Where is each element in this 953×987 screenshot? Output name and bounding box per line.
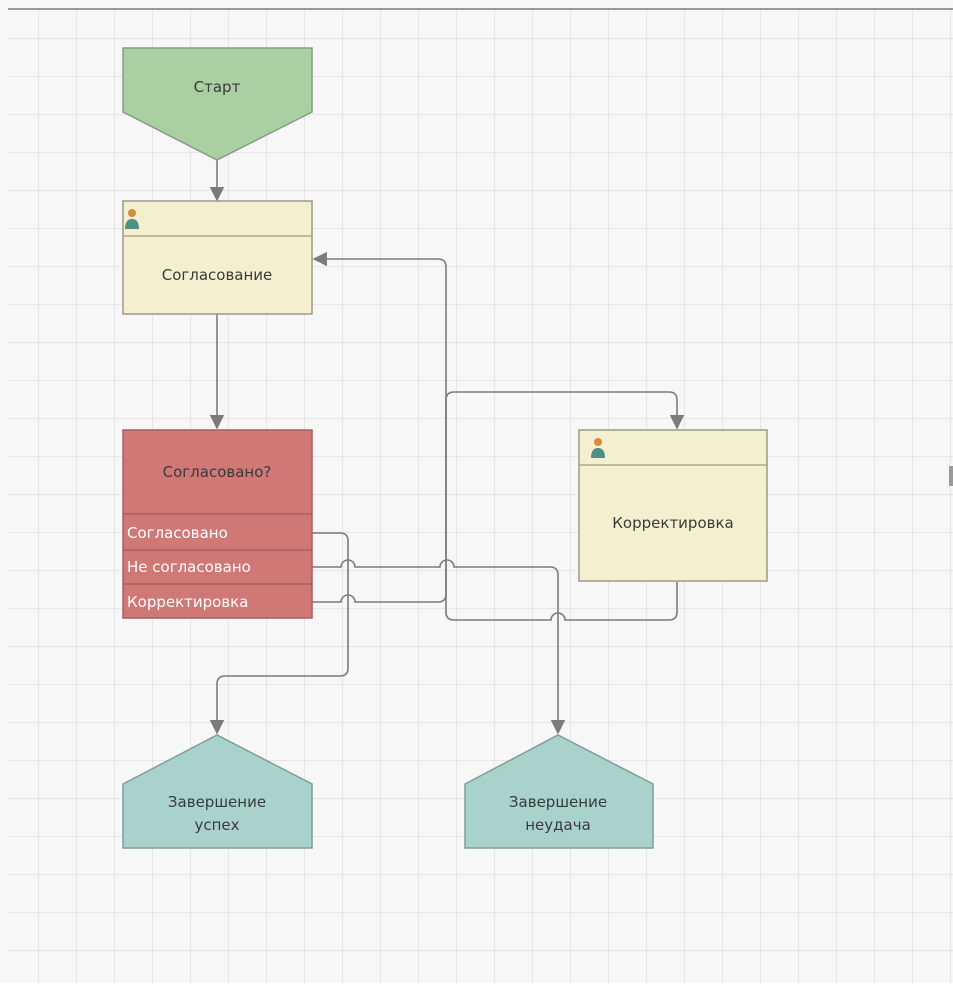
end-success-label-line2: успех — [194, 816, 239, 834]
approval-task-label: Согласование — [162, 266, 273, 284]
decision-body — [122, 429, 313, 619]
end-failure-node[interactable]: Завершение неудача — [464, 734, 654, 849]
connector-approved-to-success[interactable] — [209, 532, 349, 735]
decision-label: Согласовано? — [163, 463, 272, 481]
start-label: Старт — [194, 78, 241, 96]
connector-rejected-to-failure[interactable] — [312, 559, 566, 735]
outcome-correction-label[interactable]: Корректировка — [127, 593, 248, 611]
approval-task-body — [122, 200, 313, 315]
user-icon — [125, 209, 139, 229]
end-failure-label-line2: неудача — [525, 816, 591, 834]
correction-task-label: Корректировка — [612, 514, 733, 532]
end-failure-label-line1: Завершение — [509, 793, 607, 811]
scroll-marker[interactable] — [949, 466, 953, 486]
correction-task-body — [578, 429, 768, 582]
connector-correction-to-approval[interactable] — [312, 251, 678, 621]
correction-task-node[interactable]: Корректировка — [578, 429, 768, 582]
end-success-label-line1: Завершение — [168, 793, 266, 811]
outcome-approved-label[interactable]: Согласовано — [127, 524, 228, 542]
end-failure-shape — [464, 734, 654, 849]
start-shape — [122, 47, 313, 161]
end-success-node[interactable]: Завершение успех — [122, 734, 313, 849]
approval-task-node[interactable]: Согласование — [122, 200, 313, 315]
decision-node[interactable]: Согласовано? Согласовано Не согласовано … — [122, 429, 313, 619]
outcome-rejected-label[interactable]: Не согласовано — [127, 558, 251, 576]
start-node[interactable]: Старт — [122, 47, 313, 161]
end-success-shape — [122, 734, 313, 849]
user-icon — [591, 438, 605, 458]
